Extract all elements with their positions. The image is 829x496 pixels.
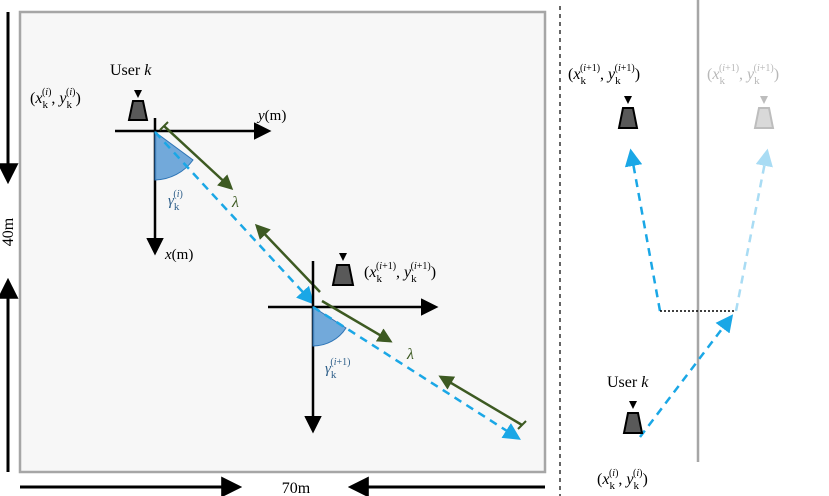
right-pos-start-label: (xk(i), yk(i)) [597, 468, 648, 492]
angle-sector-2 [312, 306, 347, 347]
device-icon [127, 90, 149, 121]
step-length-arrow-2b [438, 375, 523, 427]
device-icon-2 [331, 253, 355, 286]
right-trajectory-ghost [734, 148, 773, 312]
svg-text:(xk(i+1), yk(i+1)): (xk(i+1), yk(i+1)) [568, 63, 640, 87]
step-length-arrow-2 [321, 299, 393, 343]
svg-text:(xk(i+1), yk(i+1)): (xk(i+1), yk(i+1)) [707, 63, 779, 87]
step-length-arrow-1 [163, 125, 234, 191]
axis-x-label: x(m) [164, 247, 193, 263]
height-dimension: 40m [0, 12, 19, 472]
user-k-label: User k [110, 62, 152, 79]
width-dimension: 70m [20, 476, 545, 496]
device-icon-ghost [753, 96, 775, 129]
room-area [18, 10, 547, 474]
width-label: 70m [282, 480, 311, 496]
right-pos-next-label: (xk(i+1), yk(i+1)) [568, 63, 640, 87]
angle-i-label: γk(i) [168, 189, 183, 213]
trajectory-segment-2 [312, 305, 521, 440]
lambda-label-1: λ [231, 194, 239, 211]
step-length-arrow-1b [254, 223, 321, 293]
trajectory-segment-1 [154, 131, 315, 305]
svg-text:(xk(i), yk(i)): (xk(i), yk(i)) [597, 468, 648, 492]
device-icon-next [617, 96, 639, 129]
height-label: 40m [0, 217, 17, 246]
right-trajectory-start [639, 314, 734, 438]
right-user-k-label: User k [607, 374, 649, 391]
axis-y-label: y(m) [256, 108, 286, 124]
lambda-label-2: λ [406, 346, 414, 363]
right-trajectory-corrected [624, 148, 662, 312]
right-pos-ghost-label: (xk(i+1), yk(i+1)) [707, 63, 779, 87]
device-icon-start [622, 401, 644, 434]
angle-next-label: γk(i+1) [325, 357, 351, 381]
